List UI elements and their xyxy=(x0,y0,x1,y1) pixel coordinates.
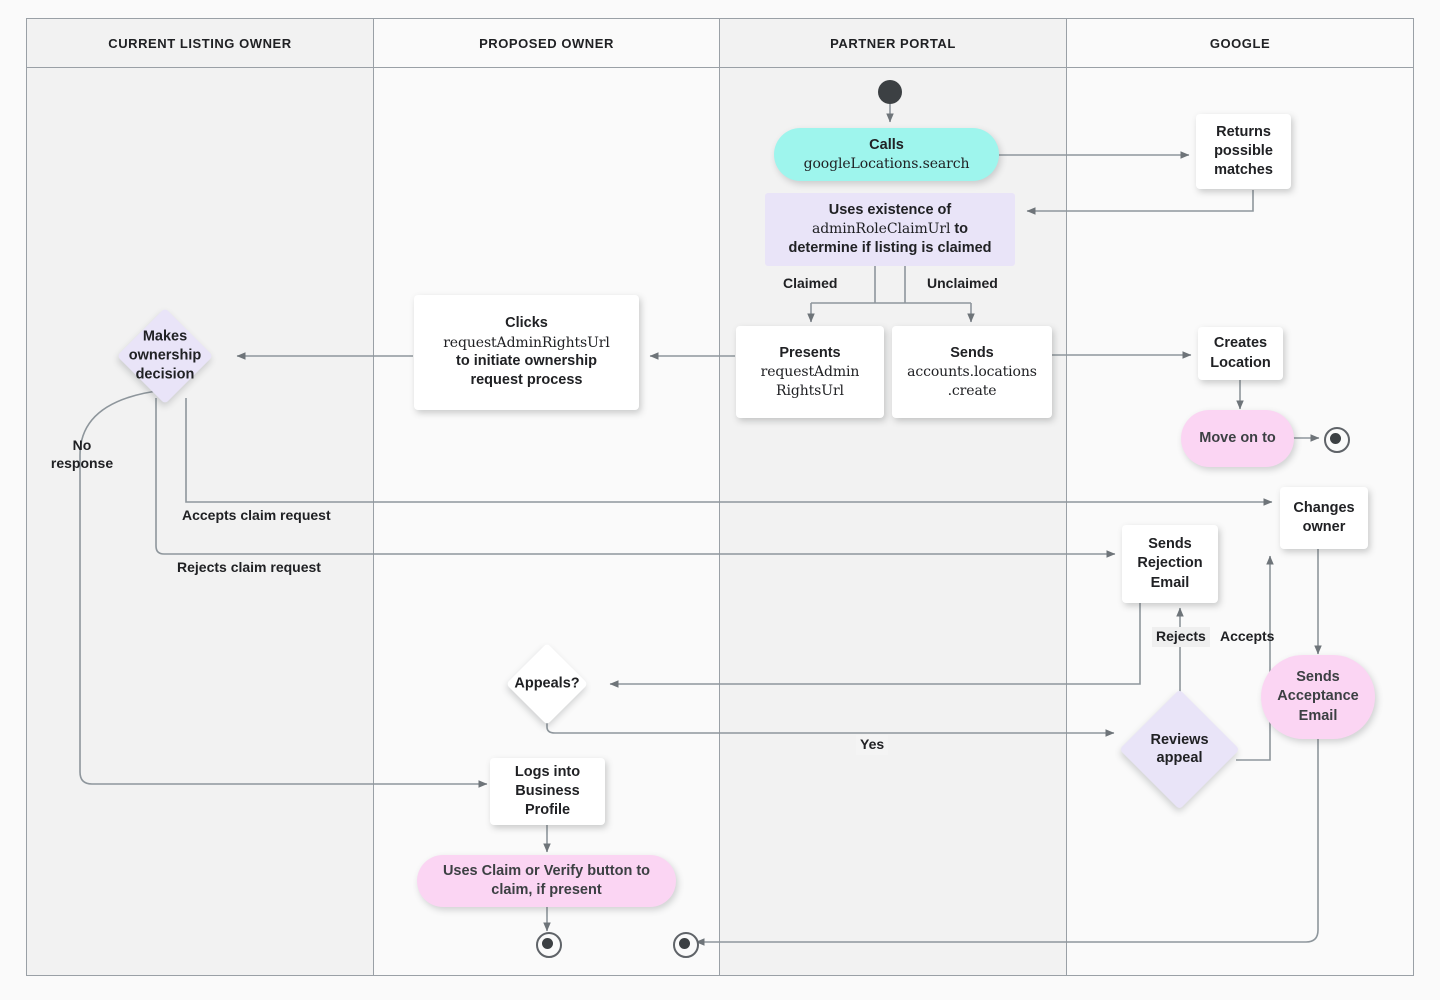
lane-header-google: GOOGLE xyxy=(1066,18,1414,68)
node-label: Move on to xyxy=(1199,429,1276,446)
node-line-2: requestAdminRightsUrl xyxy=(443,334,610,351)
node-returns-possible-matches[interactable]: Returns possible matches xyxy=(1196,114,1291,189)
node-appeals-decision[interactable]: Appeals? xyxy=(505,642,589,726)
edge-label-accepts-claim-request: Accepts claim request xyxy=(182,507,331,523)
node-line-2: googleLocations.search xyxy=(803,155,970,172)
node-line-1: Sends xyxy=(950,344,994,361)
node-line-2: accounts.locations xyxy=(907,364,1037,381)
node-line-1: Presents xyxy=(779,344,841,361)
edge-label-yes: Yes xyxy=(856,735,889,755)
lane-header-label: PROPOSED OWNER xyxy=(479,35,614,51)
node-line-3: .create xyxy=(947,382,997,399)
lane-header-proposed-owner: PROPOSED OWNER xyxy=(373,18,720,68)
lane-header-partner-portal: PARTNER PORTAL xyxy=(719,18,1067,68)
node-move-on-to[interactable]: Move on to xyxy=(1181,410,1294,467)
node-line-3: determine if listing is claimed xyxy=(788,240,992,257)
end-terminator-partner-portal xyxy=(673,932,699,958)
edge-label-rejects: Rejects xyxy=(1152,627,1210,647)
node-label: Makes ownership decision xyxy=(128,328,202,383)
code-token: adminRoleClaimUrl xyxy=(811,220,951,237)
node-label: Appeals? xyxy=(514,675,580,692)
edge-label-claimed: Claimed xyxy=(783,275,838,291)
node-label: Reviews appeal xyxy=(1150,731,1209,767)
node-sends-rejection-email[interactable]: Sends Rejection Email xyxy=(1122,525,1218,603)
node-line-4: request process xyxy=(470,372,583,389)
node-label: Returns possible matches xyxy=(1214,123,1273,179)
node-label: Creates Location xyxy=(1210,335,1271,371)
end-terminator-google xyxy=(1324,427,1350,453)
lane-header-label: CURRENT LISTING OWNER xyxy=(108,35,292,51)
node-line-1: Calls xyxy=(869,136,904,153)
node-label: Sends Rejection Email xyxy=(1137,536,1203,591)
node-uses-claim-or-verify-button[interactable]: Uses Claim or Verify button to claim, if… xyxy=(417,855,676,907)
node-line-2: adminRoleClaimUrl to xyxy=(788,220,991,239)
node-makes-ownership-decision[interactable]: Makes ownership decision xyxy=(116,307,214,405)
start-terminator-partner-portal xyxy=(878,80,902,104)
node-label: Sends Acceptance Email xyxy=(1277,669,1359,724)
lane-header-label: PARTNER PORTAL xyxy=(830,35,956,51)
node-clicks-request-admin-rights-url[interactable]: Clicks requestAdminRightsUrl to initiate… xyxy=(414,295,639,410)
lane-header-label: GOOGLE xyxy=(1209,35,1271,51)
edge-label-rejects-claim-request: Rejects claim request xyxy=(177,559,321,575)
node-calls-google-locations-search[interactable]: Calls googleLocations.search xyxy=(774,128,999,181)
node-sends-accounts-locations-create[interactable]: Sends accounts.locations .create xyxy=(892,326,1052,418)
node-logs-into-business-profile[interactable]: Logs into Business Profile xyxy=(490,758,605,825)
lane-body-proposed-owner xyxy=(373,68,720,976)
node-line-1: Uses existence of xyxy=(828,201,952,218)
node-changes-owner[interactable]: Changes owner xyxy=(1280,487,1368,549)
node-line-2-tail: to xyxy=(950,220,969,237)
node-line-3: RightsUrl xyxy=(776,382,844,399)
node-uses-existence-of-admin-role-claim-url[interactable]: Uses existence of adminRoleClaimUrl to d… xyxy=(765,193,1015,266)
node-label: Logs into Business Profile xyxy=(514,763,581,819)
node-creates-location[interactable]: Creates Location xyxy=(1198,327,1283,380)
node-line-3: to initiate ownership xyxy=(456,353,597,370)
node-label: Changes owner xyxy=(1293,499,1355,535)
end-terminator-proposed-owner xyxy=(536,932,562,958)
node-line-2: requestAdmin xyxy=(760,364,860,381)
edge-label-unclaimed: Unclaimed xyxy=(927,275,998,291)
node-sends-acceptance-email[interactable]: Sends Acceptance Email xyxy=(1261,655,1375,739)
node-label: Uses Claim or Verify button to claim, if… xyxy=(442,862,651,898)
node-line-1: Clicks xyxy=(505,315,548,332)
edge-label-no-response: No response xyxy=(50,437,114,471)
node-presents-request-admin-rights-url[interactable]: Presents requestAdmin RightsUrl xyxy=(736,326,884,418)
node-reviews-appeal[interactable]: Reviews appeal xyxy=(1119,689,1240,810)
edge-label-accepts: Accepts xyxy=(1220,628,1275,644)
lane-header-current-listing-owner: CURRENT LISTING OWNER xyxy=(26,18,374,68)
